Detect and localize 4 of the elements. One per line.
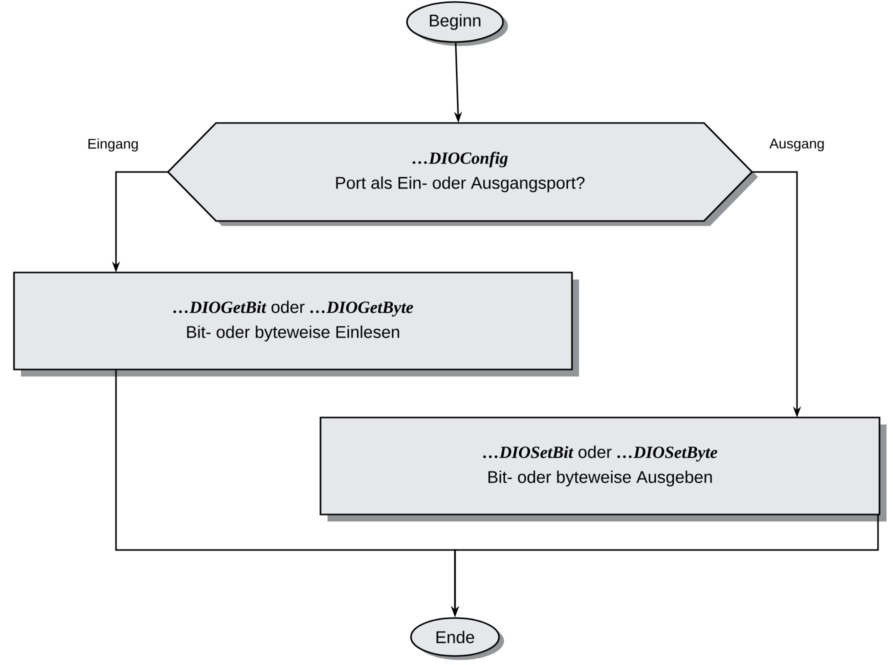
process-box: …DIOGetBit oder …DIOGetByte Bit- oder byteweise Einlesen <box>13 272 579 376</box>
process-box: …DIOSetBit oder …DIOSetByte Bit- oder byteweise Ausgeben <box>320 416 886 522</box>
edge-label: Ausgang <box>769 138 824 152</box>
edge-label: Eingang <box>88 138 138 152</box>
